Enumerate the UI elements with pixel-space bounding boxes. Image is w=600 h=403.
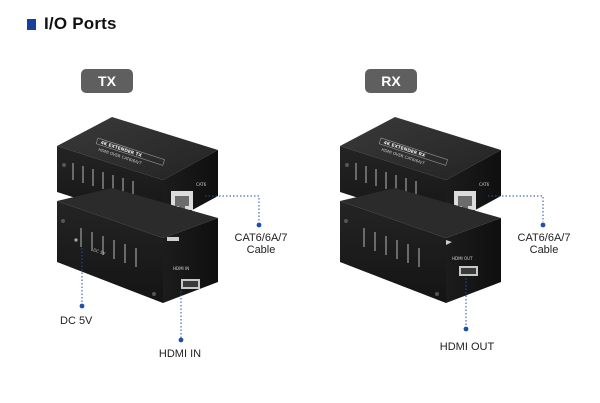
tx-hdmi-label: HDMI IN — [158, 348, 202, 360]
tx-dc-dot-icon — [79, 303, 85, 309]
rx-upper-unit: 4K EXTENDER RX HDMI OVER CAT6/6A/7 CAT6 — [340, 117, 501, 226]
tx-cat6-port-label: CAT6 — [196, 182, 207, 187]
rx-cable-dot-icon — [540, 222, 546, 228]
tx-hdmi-dot-icon — [178, 337, 184, 343]
rx-cable-leader — [488, 195, 544, 222]
tx-cable-label-line1: CAT6/6A/7 — [234, 232, 288, 244]
tx-lower-unit: DC 5V HDMI IN — [57, 188, 218, 303]
rx-hdmi-label: HDMI OUT — [439, 341, 495, 353]
rx-lower-unit: HDMI OUT — [340, 188, 501, 303]
tx-dc-label: DC 5V — [60, 315, 93, 327]
rx-hdmi-dot-icon — [463, 326, 469, 332]
rx-badge: RX — [365, 69, 417, 93]
tx-badge: TX — [81, 69, 133, 93]
tx-cable-leader — [205, 195, 260, 222]
tx-cable-label-line2: Cable — [246, 244, 276, 256]
rx-hdmi-port-label: HDMI OUT — [452, 256, 473, 261]
rx-cable-label: CAT6/6A/7 Cable — [511, 232, 577, 256]
rx-cable-label-line2: Cable — [529, 244, 559, 256]
tx-cable-label: CAT6/6A/7 Cable — [228, 232, 294, 256]
rx-cable-label-line1: CAT6/6A/7 — [517, 232, 571, 244]
tx-dc-port-label: DC 5V — [93, 247, 107, 256]
tx-hdmi-port-label: HDMI IN — [173, 266, 189, 271]
tx-cable-dot-icon — [256, 222, 262, 228]
page-title: I/O Ports — [44, 14, 117, 33]
tx-power-jack — [74, 238, 78, 242]
section-header: I/O Ports — [27, 14, 117, 34]
title-square-icon — [27, 18, 36, 30]
rx-cat6-port-label: CAT6 — [479, 182, 490, 187]
